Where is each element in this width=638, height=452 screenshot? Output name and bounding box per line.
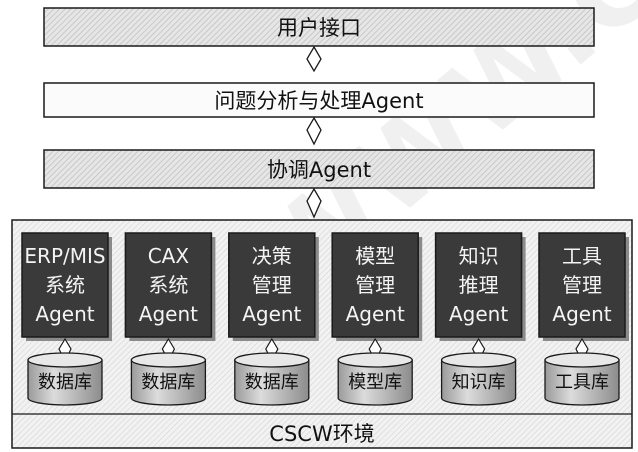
database-cylinder: [440, 359, 517, 406]
database-cylinder-top: [440, 352, 517, 368]
agent-box: [538, 232, 626, 338]
agent-label-line: 工具: [562, 244, 602, 268]
user-interface-layer: 用户接口: [43, 7, 595, 47]
agent-label-line: 知识: [459, 244, 499, 268]
database-cylinder: [544, 359, 620, 406]
database-cylinder-top: [337, 352, 413, 368]
agent-label-line: Agent: [35, 302, 94, 326]
database-cylinder-top: [544, 352, 620, 368]
agent-label-line: Agent: [346, 302, 405, 326]
agent-label-line: ERP/MIS: [24, 244, 105, 268]
cscw-environment: CSCW环境: [11, 219, 633, 449]
problem-analysis-agent-label: 问题分析与处理Agent: [214, 89, 423, 113]
agent-label-line: 推理: [459, 273, 499, 297]
agent-column: ERP/MIS 系统 Agent 数据库: [21, 232, 112, 406]
agent-label-line: 管理: [562, 273, 602, 297]
agent-box: [434, 232, 523, 338]
agent-label-line: 管理: [252, 273, 292, 297]
agent-label-line: 系统: [45, 273, 85, 297]
agent-label-line: CAX: [148, 244, 190, 268]
database-cylinder: [130, 359, 207, 406]
database-cylinder: [234, 359, 310, 406]
agent-label-line: 系统: [148, 273, 188, 297]
database-label: 模型库: [348, 372, 402, 393]
agent-label-line: 模型: [355, 244, 395, 268]
database-cylinder-top: [234, 352, 310, 368]
connector-arrow: [306, 187, 322, 219]
connector-arrow: [306, 45, 322, 73]
cscw-environment-label: CSCW环境: [269, 422, 374, 446]
agent-column: CAX 系统 Agent 数据库: [124, 232, 216, 406]
agent-label-line: Agent: [139, 302, 198, 326]
database-label: 数据库: [245, 372, 299, 393]
database-cylinder: [27, 359, 103, 406]
agent-box: [21, 232, 109, 338]
database-cylinder-top: [130, 352, 207, 368]
database-cylinder-top: [27, 352, 103, 368]
agent-label-line: Agent: [242, 302, 301, 326]
user-interface-label: 用户接口: [277, 16, 361, 40]
problem-analysis-agent-layer: 问题分析与处理Agent: [43, 82, 595, 118]
agent-box: [228, 232, 316, 338]
database-label: 数据库: [141, 372, 195, 393]
agent-box: [124, 232, 213, 338]
database-cylinder: [337, 359, 413, 406]
connector-arrow: [306, 116, 322, 146]
database-label: 知识库: [452, 372, 506, 393]
agent-label-line: 决策: [252, 244, 292, 268]
coordination-agent-label: 协调Agent: [267, 158, 371, 182]
coordination-agent-layer: 协调Agent: [43, 149, 595, 189]
agent-label-line: Agent: [552, 302, 611, 326]
database-label: 工具库: [555, 372, 609, 393]
agent-box: [331, 232, 419, 338]
database-label: 数据库: [38, 372, 92, 393]
agent-label-line: 管理: [355, 273, 395, 297]
agent-label-line: Agent: [449, 302, 508, 326]
